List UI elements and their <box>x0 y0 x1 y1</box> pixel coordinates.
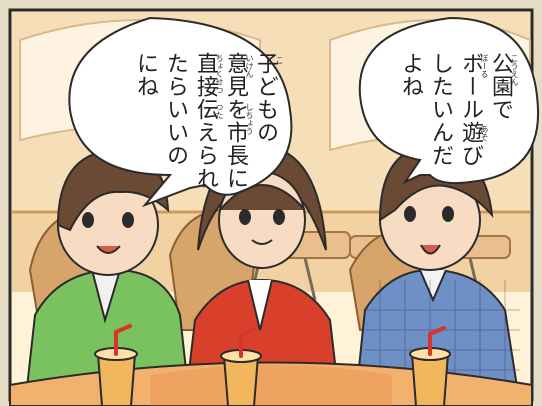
right-bubble-line-3: したいんだ <box>428 52 453 167</box>
left-bubble-line-5: にね <box>133 52 158 98</box>
left-furigana-iken: いけん <box>245 54 254 78</box>
speech-bubble-right <box>358 16 540 185</box>
left-furigana-chokusetsu: ちょくせつ つた <box>215 54 224 119</box>
right-furigana-kouen: こうえん <box>510 54 519 86</box>
left-bubble-line-4: たらいいの <box>163 52 188 167</box>
left-bubble-line-1: 子どもの <box>253 52 278 144</box>
right-bubble-line-4: よね <box>398 52 423 98</box>
left-bubble-line-2: 意見を市長に <box>223 52 248 190</box>
left-furigana-shichou: しちょう <box>245 103 254 135</box>
right-bubble-line-2: ボール遊び <box>458 52 483 167</box>
drink-cup-left <box>94 324 138 406</box>
drink-cup-middle <box>220 327 262 406</box>
speech-bubble-left <box>68 16 293 208</box>
left-furigana-ko: こ <box>275 56 284 64</box>
drink-cup-right <box>409 326 451 406</box>
foreground-table <box>9 361 533 406</box>
right-furigana-asobi: あそ <box>480 125 489 141</box>
right-bubble-line-1: 公園で <box>488 52 513 121</box>
left-bubble-line-3: 直接伝えられ <box>193 52 218 190</box>
right-furigana-booru: ぼーる <box>480 54 489 78</box>
